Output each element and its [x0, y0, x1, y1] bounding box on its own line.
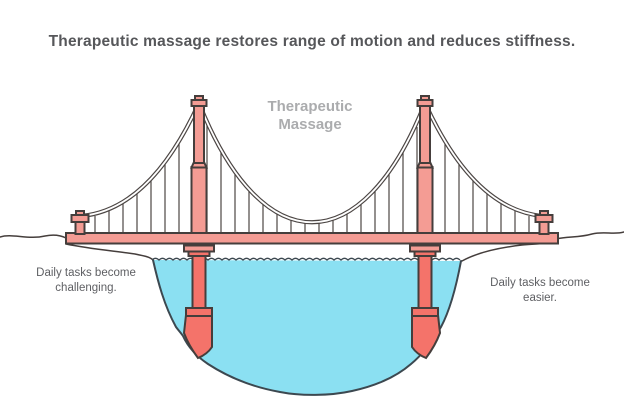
left-caption-line2: challenging.	[55, 281, 117, 294]
left-anchorage	[70, 210, 90, 235]
right-pier-footing	[411, 314, 442, 360]
land-line-left-under-deck	[65, 243, 154, 261]
suspender-cables	[94, 125, 530, 234]
right-anchorage-cap	[534, 214, 554, 223]
left-tower-upper-column	[193, 105, 205, 164]
page-title: Therapeutic massage restores range of mo…	[48, 33, 576, 50]
right-tower	[415, 95, 435, 236]
water-body	[153, 260, 461, 395]
left-pier-collar-upper	[183, 244, 215, 253]
left-caption-line1: Daily tasks become	[36, 267, 136, 279]
left-anchorage-body	[74, 221, 86, 235]
right-pier-collar-upper	[409, 244, 441, 253]
right-pier-base-cap	[411, 307, 439, 317]
left-caption: Daily tasks become challenging.	[24, 266, 148, 296]
right-tower-lower-column	[416, 166, 434, 236]
left-anchorage-cap	[70, 214, 90, 223]
right-pier-column	[417, 253, 433, 311]
bridge-deck	[65, 232, 559, 245]
left-tower-finial	[194, 95, 204, 101]
left-pier-column	[191, 253, 207, 311]
land-line-right-under-deck	[461, 242, 557, 262]
right-anchorage-finial	[539, 210, 549, 216]
right-anchorage-body	[538, 221, 550, 235]
right-pier	[409, 244, 442, 360]
bridge-center-label-line2: Massage	[278, 115, 342, 133]
bridge-center-label: Therapeutic Massage	[225, 98, 395, 133]
right-anchorage	[534, 210, 554, 235]
main-cables	[80, 97, 544, 225]
right-tower-finial	[420, 95, 430, 101]
land-line-left-outer	[0, 234, 67, 239]
left-pier-footing	[182, 314, 213, 360]
main-cable-highlight	[80, 100, 544, 224]
right-caption: Daily tasks become easier.	[490, 277, 590, 304]
left-anchorage-finial	[75, 210, 85, 216]
bridge-center-label-line1: Therapeutic	[267, 98, 353, 115]
left-pier-base-cap	[185, 307, 213, 317]
left-tower	[189, 95, 209, 236]
left-pier	[182, 244, 215, 360]
left-tower-lower-column	[190, 166, 208, 236]
land-line-right-outer	[555, 231, 624, 240]
right-tower-upper-column	[419, 105, 431, 164]
